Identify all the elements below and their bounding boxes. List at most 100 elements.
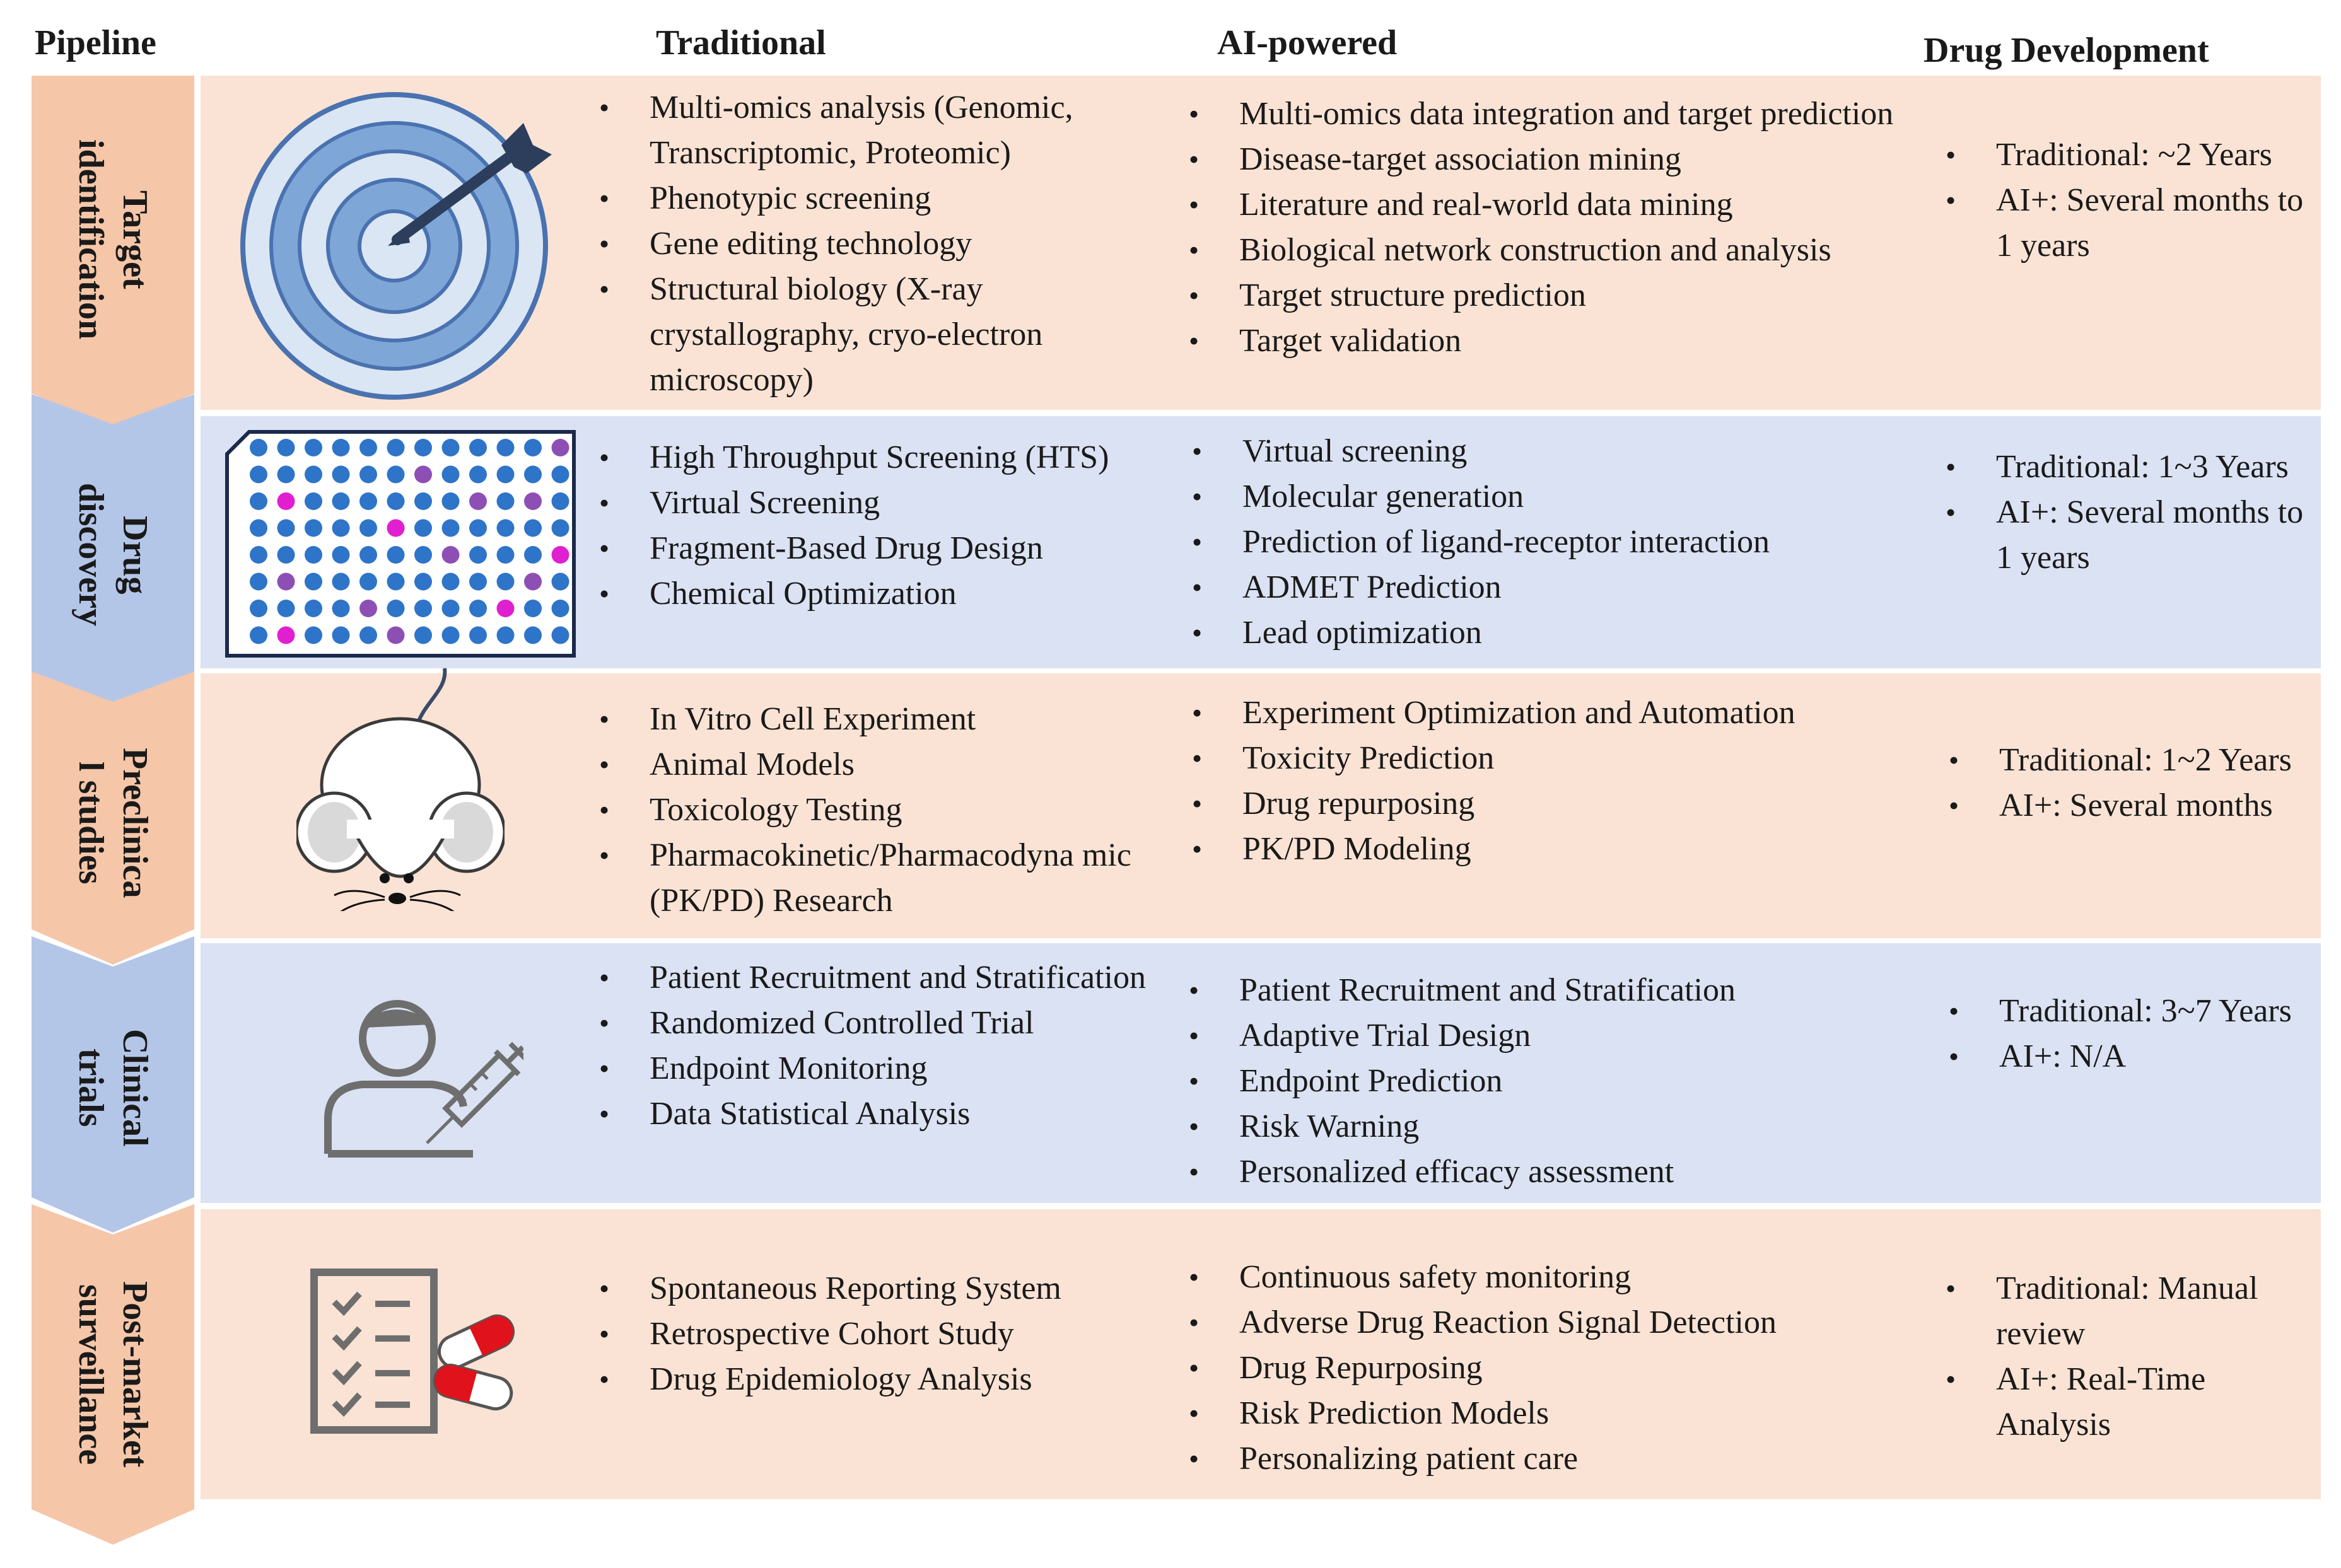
well-plate-frame — [225, 430, 576, 658]
bullet-item: Molecular generation — [1189, 474, 1964, 520]
well — [277, 519, 295, 537]
patient-syringe-icon — [324, 1000, 523, 1158]
well — [305, 600, 322, 617]
bullet-item: Structural biology (X-ray crystallograph… — [596, 267, 1151, 403]
well — [387, 465, 405, 484]
bullet-item: Target structure prediction — [1186, 273, 1961, 318]
checklist-pills-icon — [310, 1269, 515, 1434]
well — [250, 572, 267, 591]
drug-discovery-ai-list: Virtual screeningMolecular generationPre… — [1189, 429, 1964, 656]
bullet-item: Multi-omics analysis (Genomic, Transcrip… — [596, 85, 1151, 176]
bullet-item: Toxicity Prediction — [1189, 736, 1964, 781]
clinical-trials-ai-list: Patient Recruitment and StratificationAd… — [1186, 968, 1961, 1195]
well — [277, 465, 295, 484]
post-market-chevron — [32, 1204, 194, 1545]
clinical-trials-traditional-list: Patient Recruitment and StratificationRa… — [596, 955, 1151, 1137]
well — [496, 492, 515, 510]
preclinical-development-list: Traditional: 1~2 YearsAI+: Several month… — [1946, 738, 2324, 828]
well — [441, 519, 460, 537]
well — [332, 519, 350, 537]
well — [524, 546, 542, 564]
well — [305, 572, 322, 591]
bullet-item: Traditional: 3~7 Years — [1946, 989, 2324, 1034]
well — [496, 572, 515, 591]
well — [441, 572, 460, 591]
pipeline-header: Pipeline — [35, 23, 156, 62]
well — [524, 465, 542, 484]
stage-label-post-market-surveillance: Post-market surveillance — [71, 1281, 155, 1468]
well — [441, 465, 460, 484]
well — [277, 572, 295, 591]
bullet-item: Multi-omics data integration and target … — [1186, 91, 1961, 137]
well — [332, 439, 350, 456]
bullet-item: Data Statistical Analysis — [596, 1091, 1151, 1137]
well — [359, 572, 377, 591]
well — [277, 626, 295, 644]
bullet-item: AI+: Several months — [1946, 783, 2324, 828]
bullet-item: Lead optimization — [1189, 610, 1964, 656]
target-icon — [240, 92, 552, 400]
well — [359, 492, 377, 510]
stage-label-drug-discovery: Drug discovery — [71, 483, 155, 627]
well — [414, 492, 432, 510]
bullet-item: Retrospective Cohort Study — [596, 1311, 1151, 1357]
stage-label-target-identification: Target identification — [71, 139, 155, 340]
bullet-item: Traditional: 1~2 Years — [1946, 738, 2324, 783]
bullet-item: Drug Repurposing — [1186, 1345, 1961, 1391]
well — [524, 519, 542, 537]
bullet-item: Toxicology Testing — [596, 787, 1151, 833]
well — [551, 600, 569, 617]
well — [305, 546, 322, 564]
well — [332, 626, 350, 644]
bullet-item: In Vitro Cell Experiment — [596, 697, 1151, 742]
bullet-item: Experiment Optimization and Automation — [1189, 690, 1964, 736]
bullet-item: Personalized efficacy assessment — [1186, 1149, 1961, 1195]
well — [441, 439, 460, 456]
well — [496, 465, 515, 484]
ai-powered-header: AI-powered — [1217, 23, 1398, 62]
target-identification-chevron — [32, 76, 194, 429]
well — [250, 492, 267, 510]
preclinical-traditional-list: In Vitro Cell ExperimentAnimal ModelsTox… — [596, 697, 1151, 924]
well — [524, 492, 542, 510]
well — [414, 519, 432, 537]
bullet-item: PK/PD Modeling — [1189, 827, 1964, 872]
well — [469, 572, 487, 591]
well — [387, 600, 405, 617]
post-market-development-list: Traditional: Manual reviewAI+: Real-Time… — [1942, 1266, 2321, 1448]
bullet-item: Traditional: ~2 Years — [1942, 132, 2321, 178]
well — [441, 626, 460, 644]
well — [496, 600, 515, 617]
well — [496, 546, 515, 564]
target-identification-development-list: Traditional: ~2 YearsAI+: Several months… — [1942, 132, 2321, 269]
well — [277, 492, 295, 510]
bullet-item: Virtual Screening — [596, 480, 1151, 526]
well — [250, 546, 267, 564]
well — [359, 546, 377, 564]
bullet-item: Risk Warning — [1186, 1104, 1961, 1149]
bullet-item: Prediction of ligand-receptor interactio… — [1189, 520, 1964, 565]
well — [250, 626, 267, 644]
well — [305, 492, 322, 510]
well — [551, 572, 569, 591]
well — [305, 439, 322, 456]
well — [250, 465, 267, 484]
bullet-item: Randomized Controlled Trial — [596, 1001, 1151, 1046]
well — [250, 519, 267, 537]
bullet-item: Patient Recruitment and Stratification — [596, 955, 1151, 1001]
bullet-item: Risk Prediction Models — [1186, 1391, 1961, 1436]
bullet-item: AI+: N/A — [1946, 1034, 2324, 1079]
well — [441, 546, 460, 564]
well-plate-icon — [225, 430, 576, 658]
well — [551, 626, 569, 644]
well — [250, 439, 267, 456]
bullet-item: Spontaneous Reporting System — [596, 1266, 1151, 1311]
bullet-item: Personalizing patient care — [1186, 1436, 1961, 1482]
post-market-ai-list: Continuous safety monitoringAdverse Drug… — [1186, 1255, 1961, 1482]
well — [551, 546, 569, 564]
well — [469, 519, 487, 537]
drug-discovery-traditional-list: High Throughput Screening (HTS)Virtual S… — [596, 435, 1151, 617]
well — [469, 492, 487, 510]
well — [277, 439, 295, 456]
bullet-item: Traditional: Manual review — [1942, 1266, 2321, 1357]
